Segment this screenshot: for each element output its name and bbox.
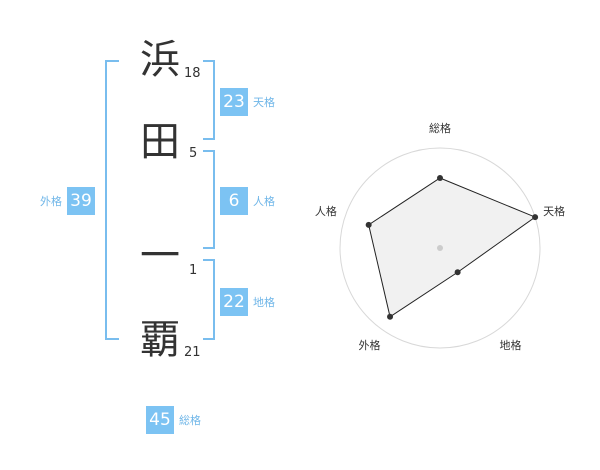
gaikaku-label: 外格 bbox=[40, 195, 62, 208]
name-char-1: 浜 bbox=[140, 37, 180, 83]
soukaku-label: 総格 bbox=[179, 414, 201, 427]
name-char-4: 覇 bbox=[140, 317, 180, 363]
name-char-3: 一 bbox=[140, 233, 180, 279]
radar-point-4 bbox=[387, 313, 394, 320]
soukaku-value: 45 bbox=[146, 406, 174, 434]
tenkaku-value: 23 bbox=[220, 88, 248, 116]
radar-center-dot bbox=[437, 245, 443, 251]
stroke-count-2: 5 bbox=[189, 146, 198, 161]
chikaku-badge: 22 地格 bbox=[220, 288, 275, 316]
radar-axis-label-5: 人格 bbox=[315, 204, 337, 218]
name-char-2: 田 bbox=[140, 119, 180, 165]
chikaku-value: 22 bbox=[220, 288, 248, 316]
radar-axis-label-4: 外格 bbox=[358, 338, 380, 352]
tenkaku-badge: 23 天格 bbox=[220, 88, 275, 116]
chikaku-bracket bbox=[203, 259, 215, 340]
radar-value-polygon bbox=[368, 177, 537, 318]
jinkaku-badge: 6 人格 bbox=[220, 187, 275, 215]
chikaku-label: 地格 bbox=[253, 296, 275, 309]
gaikaku-value: 39 bbox=[67, 187, 95, 215]
jinkaku-bracket bbox=[203, 150, 215, 249]
stroke-count-3: 1 bbox=[189, 263, 198, 278]
stroke-count-1: 18 bbox=[184, 66, 201, 81]
radar-point-5 bbox=[365, 221, 372, 228]
soukaku-badge: 45 総格 bbox=[146, 406, 201, 434]
radar-point-3 bbox=[454, 269, 461, 276]
radar-axis-label-1: 総格 bbox=[429, 121, 451, 135]
radar-point-1 bbox=[437, 175, 443, 181]
tenkaku-bracket bbox=[203, 60, 215, 140]
tenkaku-label: 天格 bbox=[253, 96, 275, 109]
jinkaku-value: 6 bbox=[220, 187, 248, 215]
gaikaku-bracket bbox=[105, 60, 119, 340]
jinkaku-label: 人格 bbox=[253, 195, 275, 208]
radar-axis-label-3: 地格 bbox=[500, 338, 522, 352]
radar-axis-label-2: 天格 bbox=[543, 204, 565, 218]
gaikaku-badge: 外格 39 bbox=[40, 187, 95, 215]
radar-point-2 bbox=[532, 214, 539, 221]
stroke-count-4: 21 bbox=[184, 345, 201, 360]
